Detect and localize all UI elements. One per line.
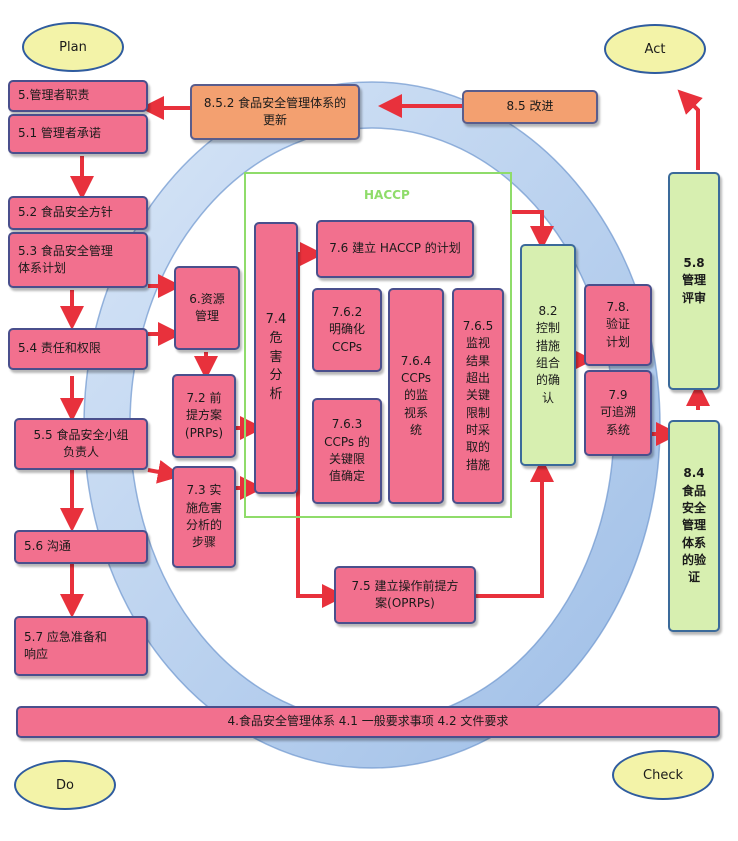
box-5-6-communication: 5.6 沟通 xyxy=(14,530,148,564)
box-5-2-food-safety-policy: 5.2 食品安全方针 xyxy=(8,196,148,230)
box-6-resource-management: 6.资源 管理 xyxy=(174,266,240,350)
box-7-3-hazard-analysis-steps: 7.3 实 施危害 分析的 步骤 xyxy=(172,466,236,568)
haccp-label: HACCP xyxy=(364,188,410,202)
box-7-4-hazard-analysis: 7.4 危 害 分 析 xyxy=(254,222,298,494)
box-7-6-haccp-plan: 7.6 建立 HACCP 的计划 xyxy=(316,220,474,278)
box-8-5-2-system-update: 8.5.2 食品安全管理体系的 更新 xyxy=(190,84,360,140)
haccp-frame xyxy=(244,172,512,518)
act-oval: Act xyxy=(604,24,706,74)
do-oval: Do xyxy=(14,760,116,810)
plan-oval: Plan xyxy=(22,22,124,72)
box-7-6-3-critical-limits: 7.6.3 CCPs 的 关键限 值确定 xyxy=(312,398,382,504)
box-7-5-oprps: 7.5 建立操作前提方 案(OPRPs) xyxy=(334,566,476,624)
box-8-4-system-verification: 8.4 食品 安全 管理 体系 的验 证 xyxy=(668,420,720,632)
box-7-6-5-corrective-actions: 7.6.5 监视 结果 超出 关键 限制 时采 取的 措施 xyxy=(452,288,504,504)
box-4-general-requirements: 4.食品安全管理体系 4.1 一般要求事项 4.2 文件要求 xyxy=(16,706,720,738)
box-8-5-improvement: 8.5 改进 xyxy=(462,90,598,124)
box-7-9-traceability: 7.9 可追溯 系统 xyxy=(584,370,652,456)
box-5-1-management-commitment: 5.1 管理者承诺 xyxy=(8,114,148,154)
box-5-7-emergency-response: 5.7 应急准备和 响应 xyxy=(14,616,148,676)
box-5-3-system-planning: 5.3 食品安全管理 体系计划 xyxy=(8,232,148,288)
box-5-management-responsibility: 5.管理者职责 xyxy=(8,80,148,112)
box-8-2-validation: 8.2 控制 措施 组合 的确 认 xyxy=(520,244,576,466)
box-7-8-verification-planning: 7.8. 验证 计划 xyxy=(584,284,652,366)
box-7-2-prps: 7.2 前 提方案 (PRPs) xyxy=(172,374,236,458)
box-5-5-team-leader: 5.5 食品安全小组 负责人 xyxy=(14,418,148,470)
box-5-4-responsibility-authority: 5.4 责任和权限 xyxy=(8,328,148,370)
check-oval: Check xyxy=(612,750,714,800)
box-7-6-4-monitoring-system: 7.6.4 CCPs 的监 视系 统 xyxy=(388,288,444,504)
box-7-6-2-ccps: 7.6.2 明确化 CCPs xyxy=(312,288,382,372)
box-5-8-management-review: 5.8 管理 评审 xyxy=(668,172,720,390)
